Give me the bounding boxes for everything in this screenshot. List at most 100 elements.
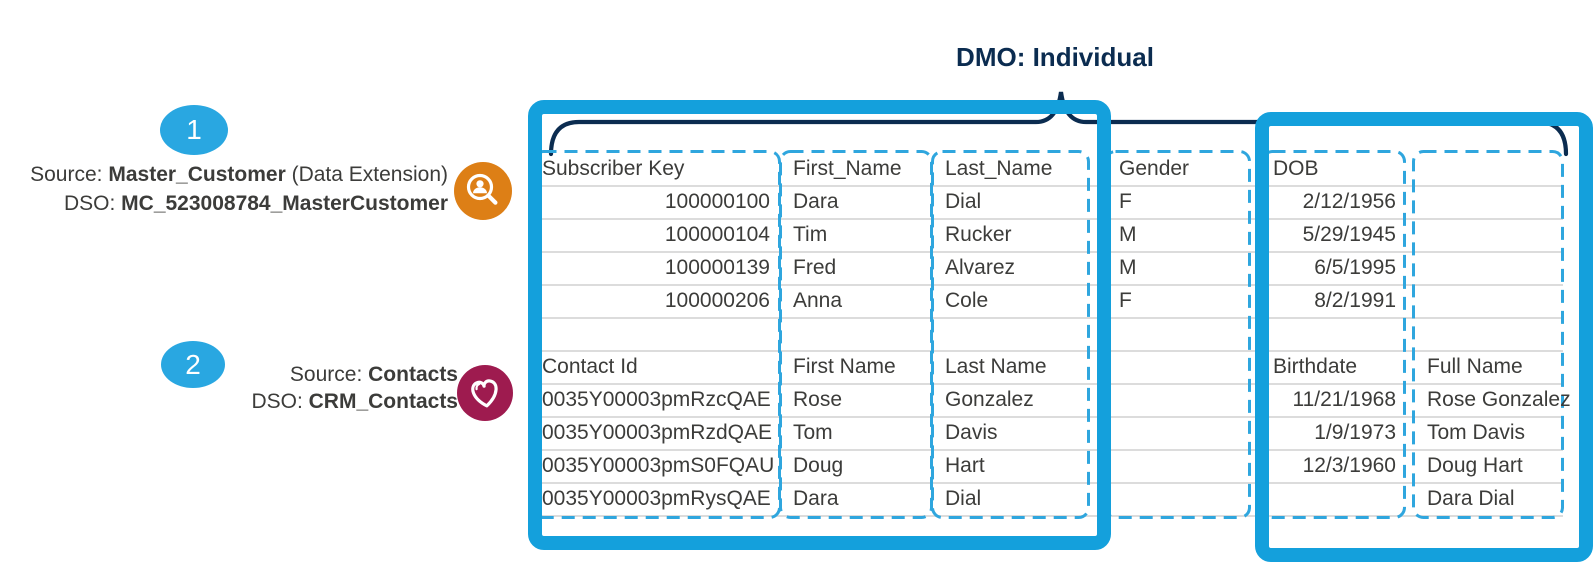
column-first-name: First_Name Dara Tim Fred Anna First Name… <box>786 152 930 515</box>
table-cell: Dial <box>945 487 982 510</box>
column-header: Gender <box>1119 157 1190 180</box>
table-cell: 100000206 <box>664 289 770 312</box>
column-header <box>1420 152 1562 185</box>
spacer-row <box>1112 317 1249 350</box>
table-cell: M <box>1119 256 1137 279</box>
column-header: Contact Id <box>542 355 638 378</box>
column-header: Last_Name <box>945 157 1053 180</box>
table-cell: Gonzalez <box>945 388 1034 411</box>
table-cell: Hart <box>945 454 985 477</box>
column-subscriber-key: Subscriber Key 100000100 100000104 10000… <box>535 152 778 515</box>
table-cell: F <box>1119 289 1132 312</box>
table-cell: Anna <box>793 289 843 312</box>
gridline <box>537 449 1563 451</box>
table-cell: 0035Y00003pmRzdQAE <box>542 421 772 444</box>
table-cell: 0035Y00003pmRysQAE <box>542 487 771 510</box>
spacer-row <box>1420 317 1562 350</box>
table-cell: 11/21/1968 <box>1292 388 1396 411</box>
table-cell: 100000139 <box>664 256 770 279</box>
column-full-name: Full Name Rose Gonzalez Tom Davis Doug H… <box>1420 152 1571 515</box>
table-cell: 6/5/1995 <box>1314 256 1396 279</box>
column-gender: Gender F M M F <box>1112 152 1249 515</box>
table-cell: Dara <box>793 487 839 510</box>
column-header: First Name <box>793 355 896 378</box>
column-header: Last Name <box>945 355 1047 378</box>
table-cell: 12/3/1960 <box>1302 454 1396 477</box>
step-badge-2: 2 <box>161 341 225 388</box>
column-outline-first-name <box>779 150 933 519</box>
gridline <box>537 416 1563 418</box>
column-header: Subscriber Key <box>542 157 685 180</box>
table-cell: 2/12/1956 <box>1302 190 1396 213</box>
dmo-individual-label: DMO: Individual <box>956 42 1154 72</box>
table-cell: Tom <box>793 421 833 444</box>
table-cell: 1/9/1973 <box>1314 421 1396 444</box>
table-cell: Rose <box>793 388 843 411</box>
table-cell: Davis <box>945 421 998 444</box>
gridline <box>537 218 1563 220</box>
table-cell: Rose Gonzalez <box>1427 388 1571 411</box>
table-cell <box>1112 383 1249 416</box>
dso-line: DSO: CRM_Contacts <box>251 390 458 413</box>
table-cell: 8/2/1991 <box>1314 289 1396 312</box>
table-cell <box>1112 416 1249 449</box>
table-cell: 100000100 <box>664 190 770 213</box>
column-outline-full-name <box>1412 150 1564 519</box>
table-cell <box>1420 251 1562 284</box>
gridline <box>537 383 1563 385</box>
column-header: Full Name <box>1427 355 1523 378</box>
table-cell: 100000104 <box>664 223 770 246</box>
heart-icon <box>457 365 513 421</box>
table-cell: 0035Y00003pmS0FQAU <box>542 454 775 477</box>
table-cell: Rucker <box>945 223 1012 246</box>
annotation-source-2: Source: Contacts DSO: CRM_Contacts <box>0 361 458 415</box>
gridline <box>537 350 1563 352</box>
spacer-row <box>1266 317 1404 350</box>
column-last-name: Last_Name Dial Rucker Alvarez Cole Last … <box>938 152 1088 515</box>
table-cell <box>1420 185 1562 218</box>
column-header: First_Name <box>793 157 902 180</box>
annotation-source-1: Source: Master_Customer (Data Extension)… <box>0 160 448 218</box>
step-badge-2-number: 2 <box>185 348 201 380</box>
dso-line: DSO: MC_523008784_MasterCustomer <box>63 192 448 215</box>
gridline <box>537 515 1563 517</box>
table-cell: Doug <box>793 454 844 477</box>
gridline <box>537 251 1563 253</box>
column-header: Birthdate <box>1273 355 1358 378</box>
gridline <box>537 185 1563 187</box>
column-outline-last-name <box>931 150 1090 519</box>
table-cell: 5/29/1945 <box>1302 223 1396 246</box>
spacer-row <box>786 317 930 350</box>
spacer-row <box>938 317 1088 350</box>
person-search-icon <box>454 162 512 220</box>
table-cell <box>1420 284 1562 317</box>
gridline <box>537 482 1563 484</box>
step-badge-1-number: 1 <box>186 114 202 145</box>
table-cell: Tom Davis <box>1427 421 1526 444</box>
table-cell <box>1420 218 1562 251</box>
source-line: Source: Contacts <box>289 363 458 386</box>
table-cell: Dara Dial <box>1427 487 1515 510</box>
gridline <box>537 317 1563 319</box>
table-cell <box>1112 449 1249 482</box>
table-cell: Alvarez <box>945 256 1016 279</box>
source-line: Source: Master_Customer (Data Extension) <box>30 163 448 186</box>
table-cell: Doug Hart <box>1427 454 1523 477</box>
step-badge-1: 1 <box>160 105 228 155</box>
table-cell: Dial <box>945 190 982 213</box>
gridline <box>537 284 1563 286</box>
column-header: DOB <box>1273 157 1319 180</box>
table-cell <box>1112 482 1249 515</box>
column-header <box>1112 350 1249 383</box>
table-cell: Dara <box>793 190 839 213</box>
table-cell: Cole <box>945 289 989 312</box>
table-cell: 0035Y00003pmRzcQAE <box>542 388 771 411</box>
table-cell: F <box>1119 190 1132 213</box>
table-cell: M <box>1119 223 1137 246</box>
spacer-row <box>535 317 778 350</box>
table-cell <box>1266 482 1404 515</box>
table-cell: Tim <box>793 223 828 246</box>
table-cell: Fred <box>793 256 837 279</box>
dmo-brace <box>548 91 1569 157</box>
